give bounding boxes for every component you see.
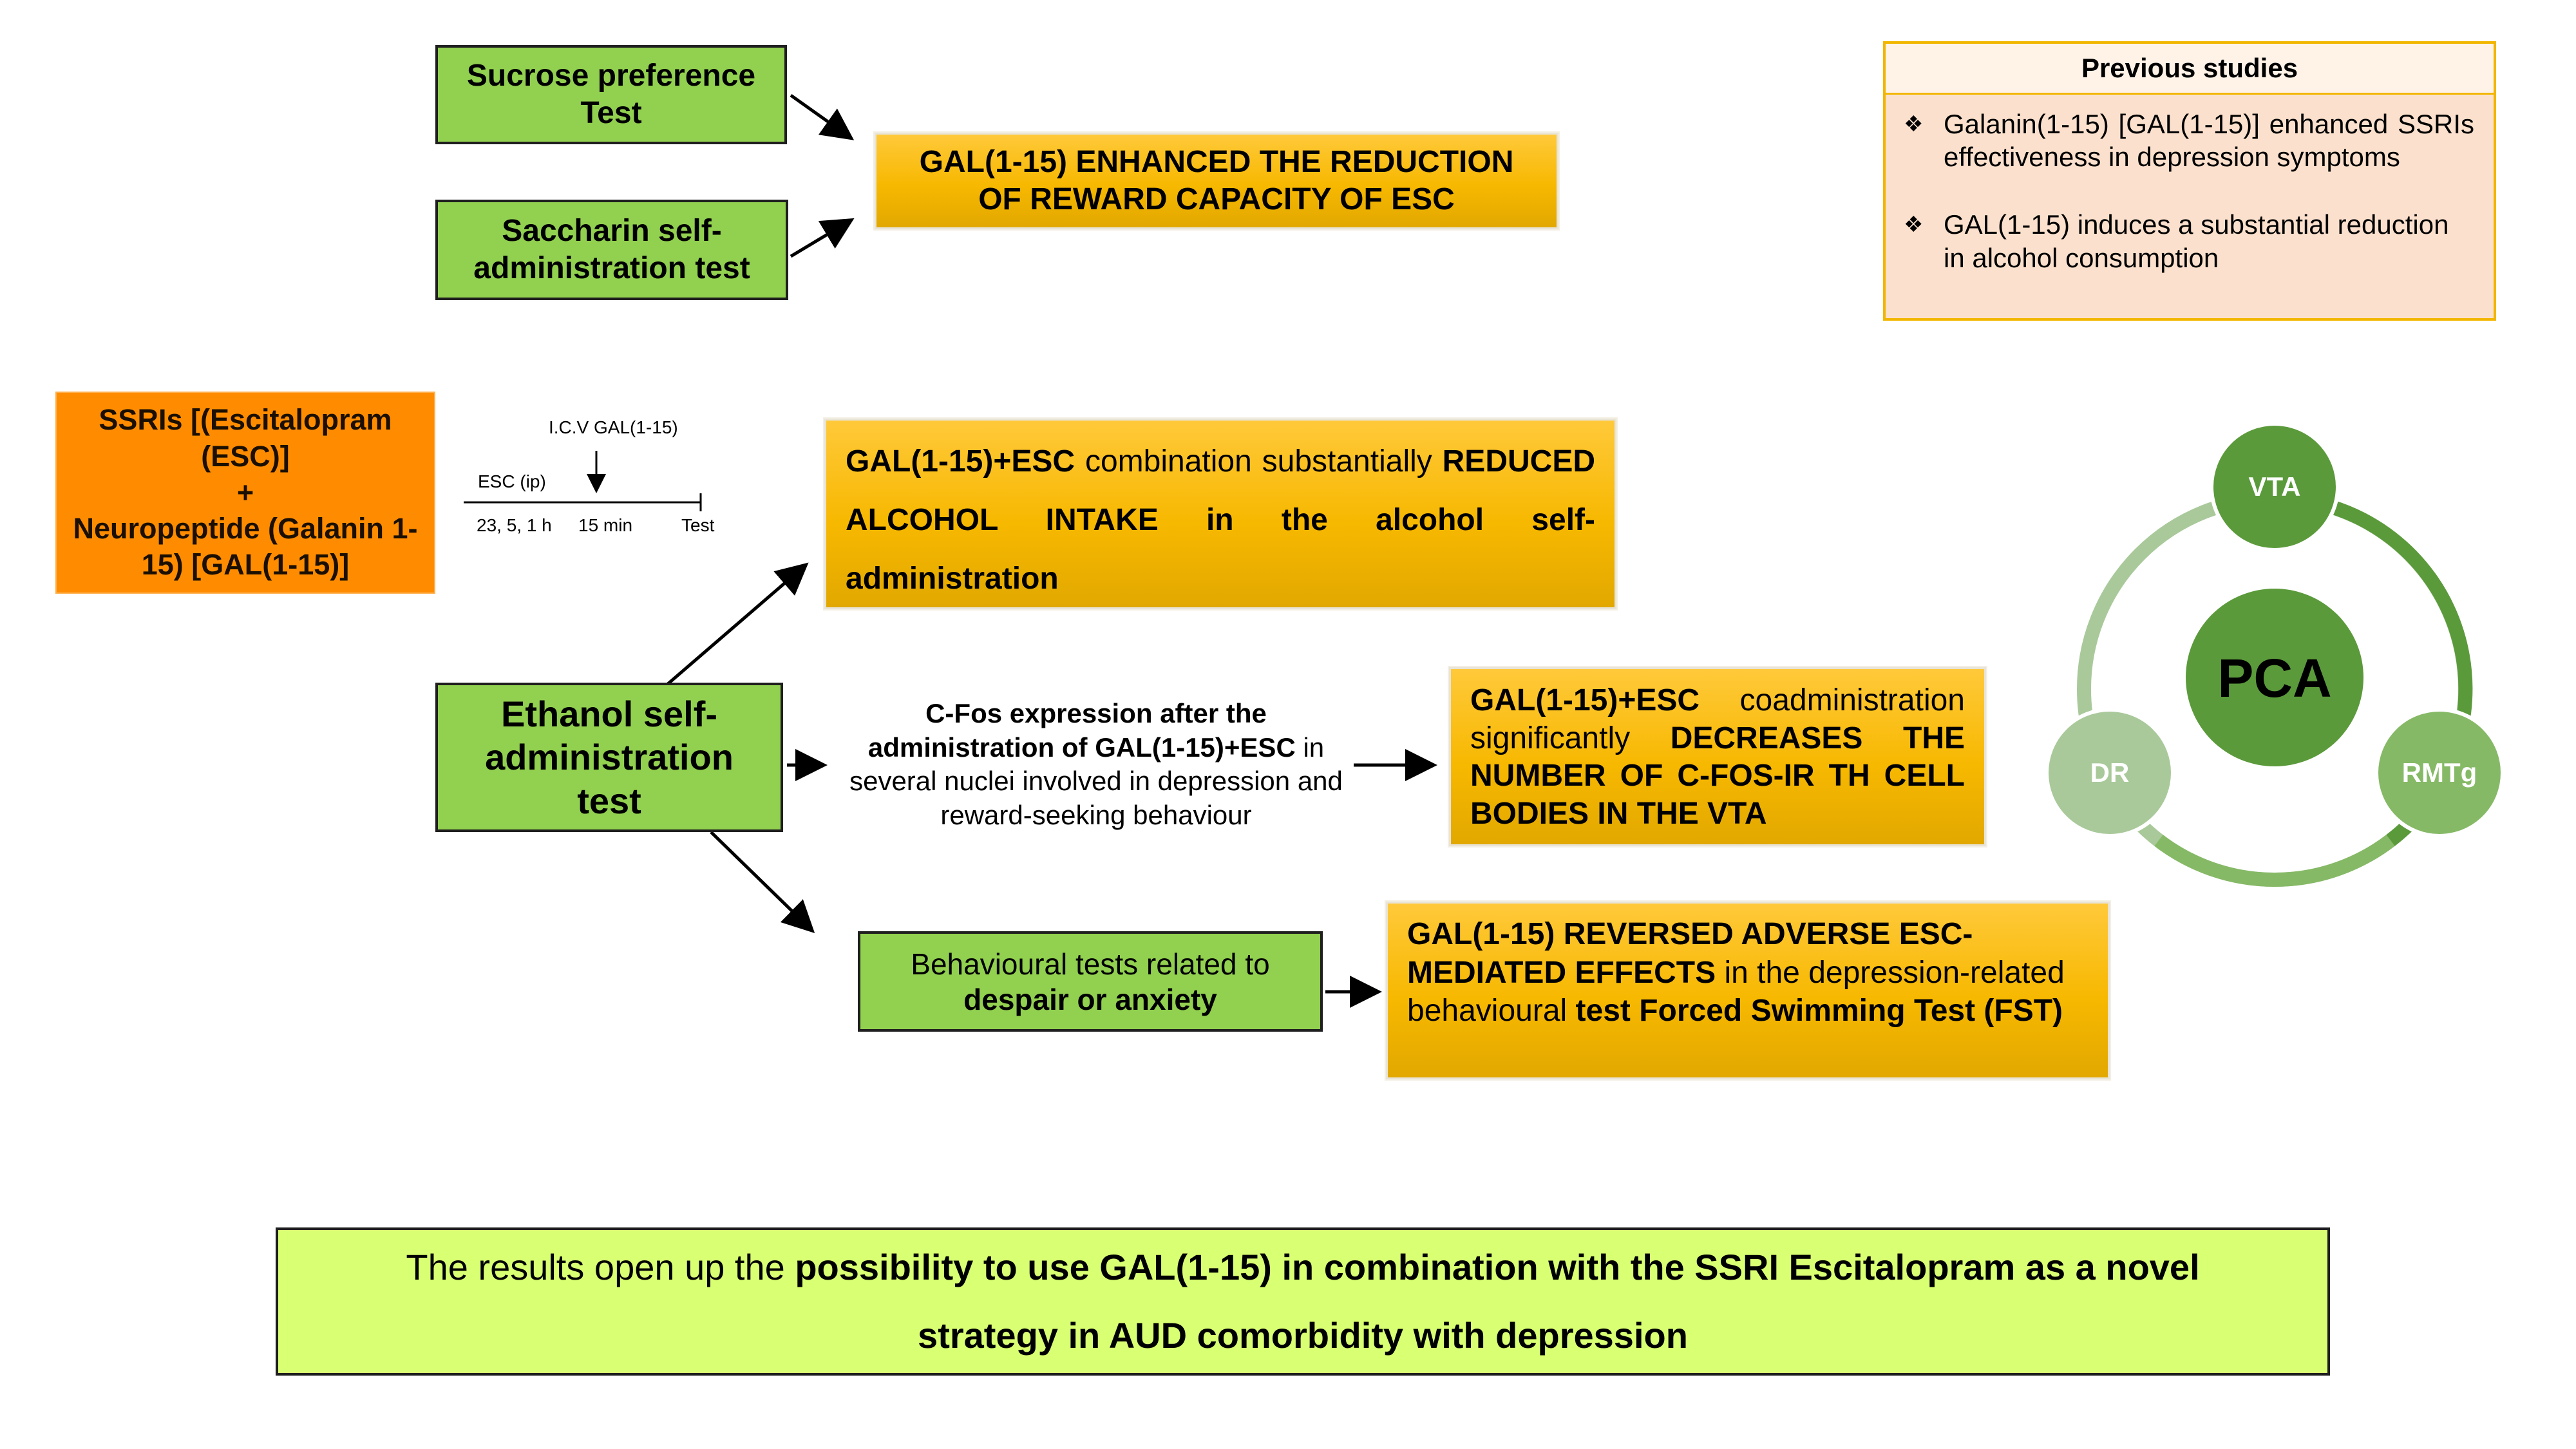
timeline-interval: 15 min [578, 515, 633, 535]
arrow-saccharin-to-reward [790, 218, 855, 258]
pca-center-label: PCA [2217, 648, 2332, 708]
diamond-bullet-icon: ❖ [1904, 213, 1924, 238]
pca-rmtg-label: RMTg [2401, 757, 2477, 788]
timeline-esc-label: ESC (ip) [478, 471, 546, 491]
pca-node-rmtg [2374, 708, 2505, 838]
cfos-description-normal: in several nuclei involved in depression… [849, 732, 1343, 830]
conclusion-bold: possibility to use GAL(1-15) in combinat… [795, 1246, 2200, 1356]
conclusion-box: The results open up the possibility to u… [276, 1227, 2330, 1376]
saccharin-test-box: Saccharin self-administration test [435, 200, 788, 300]
reward-result-box: GAL(1-15) ENHANCED THE REDUCTION OF REWA… [875, 133, 1558, 229]
timeline-icv-label: I.C.V GAL(1-15) [549, 417, 678, 437]
cfos-result-box: GAL(1-15)+ESC coadministration significa… [1449, 667, 1986, 846]
alcohol-result-drug: GAL(1-15)+ESC [846, 444, 1075, 478]
behaviour-test-normal: Behavioural tests related to [911, 947, 1270, 981]
fst-result-mid: in the depression-related behavioural [1407, 955, 2065, 1028]
previous-studies-header: Previous studies [1886, 44, 2494, 95]
behaviour-test-bold: despair or anxiety [963, 983, 1217, 1017]
alcohol-result-effect: REDUCED ALCOHOL INTAKE in the alcohol se… [846, 444, 1595, 596]
fst-result-box: GAL(1-15) REVERSED ADVERSE ESC-MEDIATED … [1386, 902, 2110, 1079]
timeline-test: Test [681, 515, 715, 535]
reward-result-text: GAL(1-15) ENHANCED THE REDUCTION OF REWA… [919, 145, 1514, 216]
sucrose-test-label: Sucrose preference Test [466, 59, 756, 130]
behaviour-test-box: Behavioural tests related to despair or … [858, 931, 1323, 1032]
conclusion-normal: The results open up the [406, 1246, 795, 1287]
conclusion-text: The results open up the possibility to u… [355, 1233, 2250, 1370]
fst-result-effect: GAL(1-15) REVERSED ADVERSE ESC-MEDIATED … [1407, 917, 1973, 990]
diamond-bullet-icon: ❖ [1904, 112, 1924, 137]
previous-studies-box: Previous studies ❖ Galanin(1-15) [GAL(1-… [1883, 41, 2496, 321]
cfos-result-mid: coadministration significantly [1470, 683, 1965, 755]
treatment-box: SSRIs [(Escitalopram (ESC)] + Neuropepti… [55, 392, 435, 594]
pca-node-vta [2210, 422, 2340, 552]
pca-node-dr [2045, 708, 2175, 838]
alcohol-result-mid: combination substantially [1075, 444, 1443, 478]
sucrose-test-box: Sucrose preference Test [435, 45, 787, 144]
arrow-sucrose-to-reward [790, 93, 855, 140]
saccharin-test-label: Saccharin self-administration test [473, 214, 750, 285]
cfos-description-bold: C-Fos expression after the administratio… [867, 698, 1296, 762]
arrow-ethanol-to-behaviour [710, 831, 815, 933]
previous-study-text: GAL(1-15) induces a substantial reductio… [1944, 209, 2449, 273]
cfos-description: C-Fos expression after the administratio… [832, 697, 1360, 832]
ethanol-test-label: Ethanol self-administration test [485, 694, 734, 821]
pca-vta-label: VTA [2248, 471, 2301, 502]
previous-study-item: ❖ GAL(1-15) induces a substantial reduct… [1904, 208, 2474, 274]
alcohol-result-box: GAL(1-15)+ESC combination substantially … [824, 419, 1616, 609]
pca-ring-arc-bottom [2154, 835, 2395, 887]
cfos-result-effect: DECREASES THE NUMBER OF C-FOS-IR TH CELL… [1470, 721, 1965, 831]
treatment-plus: + [236, 475, 254, 509]
previous-studies-list: ❖ Galanin(1-15) [GAL(1-15)] enhanced SSR… [1886, 95, 2494, 274]
ethanol-test-box: Ethanol self-administration test [435, 683, 783, 832]
treatment-ssri: SSRIs [(Escitalopram (ESC)] [99, 403, 392, 473]
previous-studies-title: Previous studies [2081, 53, 2298, 83]
pca-center-circle [2186, 589, 2363, 766]
fst-result-test: test Forced Swimming Test (FST) [1575, 994, 2063, 1028]
pca-dr-label: DR [2090, 757, 2130, 788]
previous-study-item: ❖ Galanin(1-15) [GAL(1-15)] enhanced SSR… [1904, 108, 2474, 173]
previous-study-text: Galanin(1-15) [GAL(1-15)] enhanced SSRIs… [1944, 109, 2474, 173]
timeline-times: 23, 5, 1 h [477, 515, 552, 535]
arrow-ethanol-to-alcohol [662, 562, 809, 689]
treatment-neuropeptide: Neuropeptide (Galanin 1-15) [GAL(1-15)] [73, 512, 418, 582]
cfos-result-drug: GAL(1-15)+ESC [1470, 683, 1700, 717]
